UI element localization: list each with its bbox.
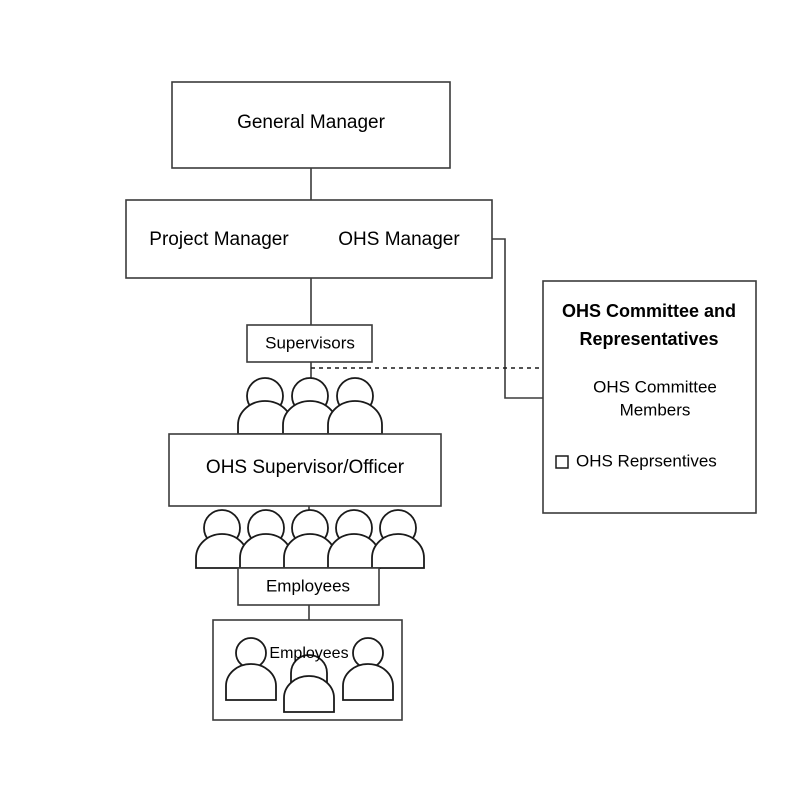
general-manager-label: General Manager xyxy=(237,112,386,133)
employees-label: Employees xyxy=(266,576,350,595)
committee-members-line2: Members xyxy=(620,400,691,419)
employees-group-label: Employees xyxy=(269,645,348,662)
square-bullet-icon xyxy=(555,455,569,469)
person-body-icon xyxy=(342,663,394,701)
committee-title-line1: OHS Committee and xyxy=(562,301,736,321)
committee-title-line2: Representatives xyxy=(579,329,718,349)
node-ohs-committee[interactable]: OHS Committee and Representatives OHS Co… xyxy=(542,280,757,514)
person-body-icon xyxy=(283,675,335,713)
project-manager-label: Project Manager xyxy=(149,229,289,250)
person-body-icon xyxy=(225,663,277,701)
node-supervisors[interactable]: Supervisors xyxy=(246,324,373,363)
ohs-committee-box[interactable] xyxy=(542,280,757,514)
general-manager-box[interactable] xyxy=(171,81,451,169)
supervisors-box[interactable] xyxy=(246,324,373,363)
committee-representatives-label: OHS Reprsentives xyxy=(576,451,717,470)
person-group-supervisors-icon xyxy=(237,377,383,435)
supervisors-label: Supervisors xyxy=(265,333,355,352)
connector-ohs-manager-to-committee xyxy=(492,238,543,399)
ohs-supervisor-officer-box[interactable] xyxy=(168,433,442,507)
manager-band-box[interactable] xyxy=(125,199,493,279)
ohs-manager-label: OHS Manager xyxy=(338,229,460,250)
node-manager-band[interactable]: Project Manager OHS Manager xyxy=(125,199,493,279)
person-body-icon xyxy=(371,533,425,569)
ohs-supervisor-officer-label: OHS Supervisor/Officer xyxy=(206,457,405,478)
node-general-manager[interactable]: General Manager xyxy=(171,81,451,169)
node-employees-group[interactable]: Employees xyxy=(212,619,403,721)
committee-members-line1: OHS Committee xyxy=(593,377,717,396)
person-body-icon xyxy=(327,400,383,435)
node-ohs-supervisor-officer[interactable]: OHS Supervisor/Officer xyxy=(168,433,442,507)
node-employees[interactable]: Employees xyxy=(237,567,380,606)
employees-box[interactable] xyxy=(237,567,380,606)
person-group-employees-icon xyxy=(195,509,425,569)
